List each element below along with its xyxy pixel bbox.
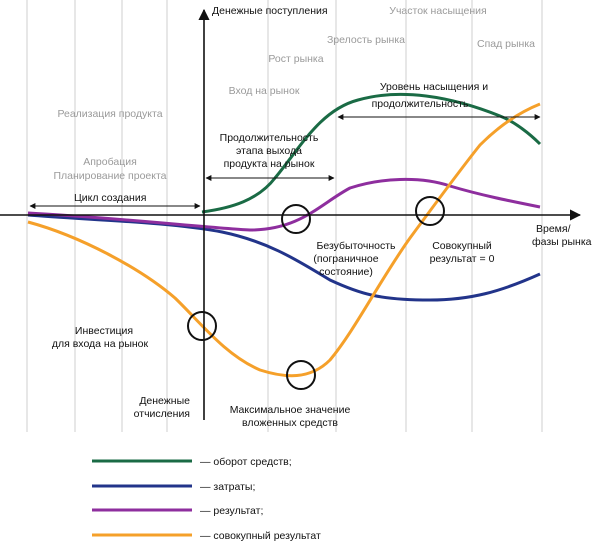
phase-realization: Реализация продукта <box>57 108 162 120</box>
phase-market-growth: Рост рынка <box>268 53 323 65</box>
breakeven-label: состояние) <box>319 266 373 278</box>
entry-duration-label: продукта на рынок <box>224 158 315 170</box>
legend-item-costs: — затраты; <box>200 481 255 493</box>
investment-label: Инвестиция <box>75 325 133 337</box>
legend: — оборот средств; — затраты; — результат… <box>92 456 321 542</box>
cumulative-zero-circle <box>415 196 445 226</box>
result-curve <box>27 177 541 232</box>
entry-duration-label: этапа выхода <box>236 145 302 157</box>
phase-gridlines <box>26 0 543 432</box>
creation-cycle-label: Цикл создания <box>74 192 146 204</box>
inflow-axis-label: Денежные поступления <box>212 5 328 17</box>
legend-item-cumulative: — совокупный результат <box>200 530 321 542</box>
cumulative-zero-label: Совокупный <box>432 240 492 252</box>
time-axis-label: Время/ <box>536 223 571 235</box>
phase-market-maturity: Зрелость рынка <box>327 34 405 46</box>
saturation-level-label: продолжительность <box>372 98 469 110</box>
legend-item-turnover: — оборот средств; <box>200 456 292 468</box>
phase-approbation: Апробация <box>83 156 137 168</box>
cumulative-curve <box>27 102 541 378</box>
max-investment-label: Максимальное значение <box>230 404 351 416</box>
breakeven-circle <box>281 204 311 234</box>
phase-planning: Планирование проекта <box>53 170 166 182</box>
phase-market-decline: Спад рынка <box>477 38 535 50</box>
investment-circle <box>187 311 217 341</box>
investment-label: для входа на рынок <box>52 338 149 350</box>
phase-saturation-area: Участок насыщения <box>389 5 486 17</box>
breakeven-label: (пограничное <box>313 253 378 265</box>
phase-market-entry: Вход на рынок <box>229 85 300 97</box>
outflow-axis-label: Денежные <box>139 395 190 407</box>
time-axis-label: фазы рынка <box>532 236 592 248</box>
breakeven-label: Безубыточность <box>316 240 396 252</box>
saturation-level-label: Уровень насыщения и <box>380 81 488 93</box>
legend-item-result: — результат; <box>200 505 263 517</box>
max-investment-label: вложенных средств <box>242 417 338 429</box>
max-investment-circle <box>286 360 316 390</box>
entry-duration-label: Продолжительность <box>220 132 319 144</box>
cumulative-zero-label: результат = 0 <box>430 253 495 265</box>
outflow-axis-label: отчисления <box>134 408 190 420</box>
